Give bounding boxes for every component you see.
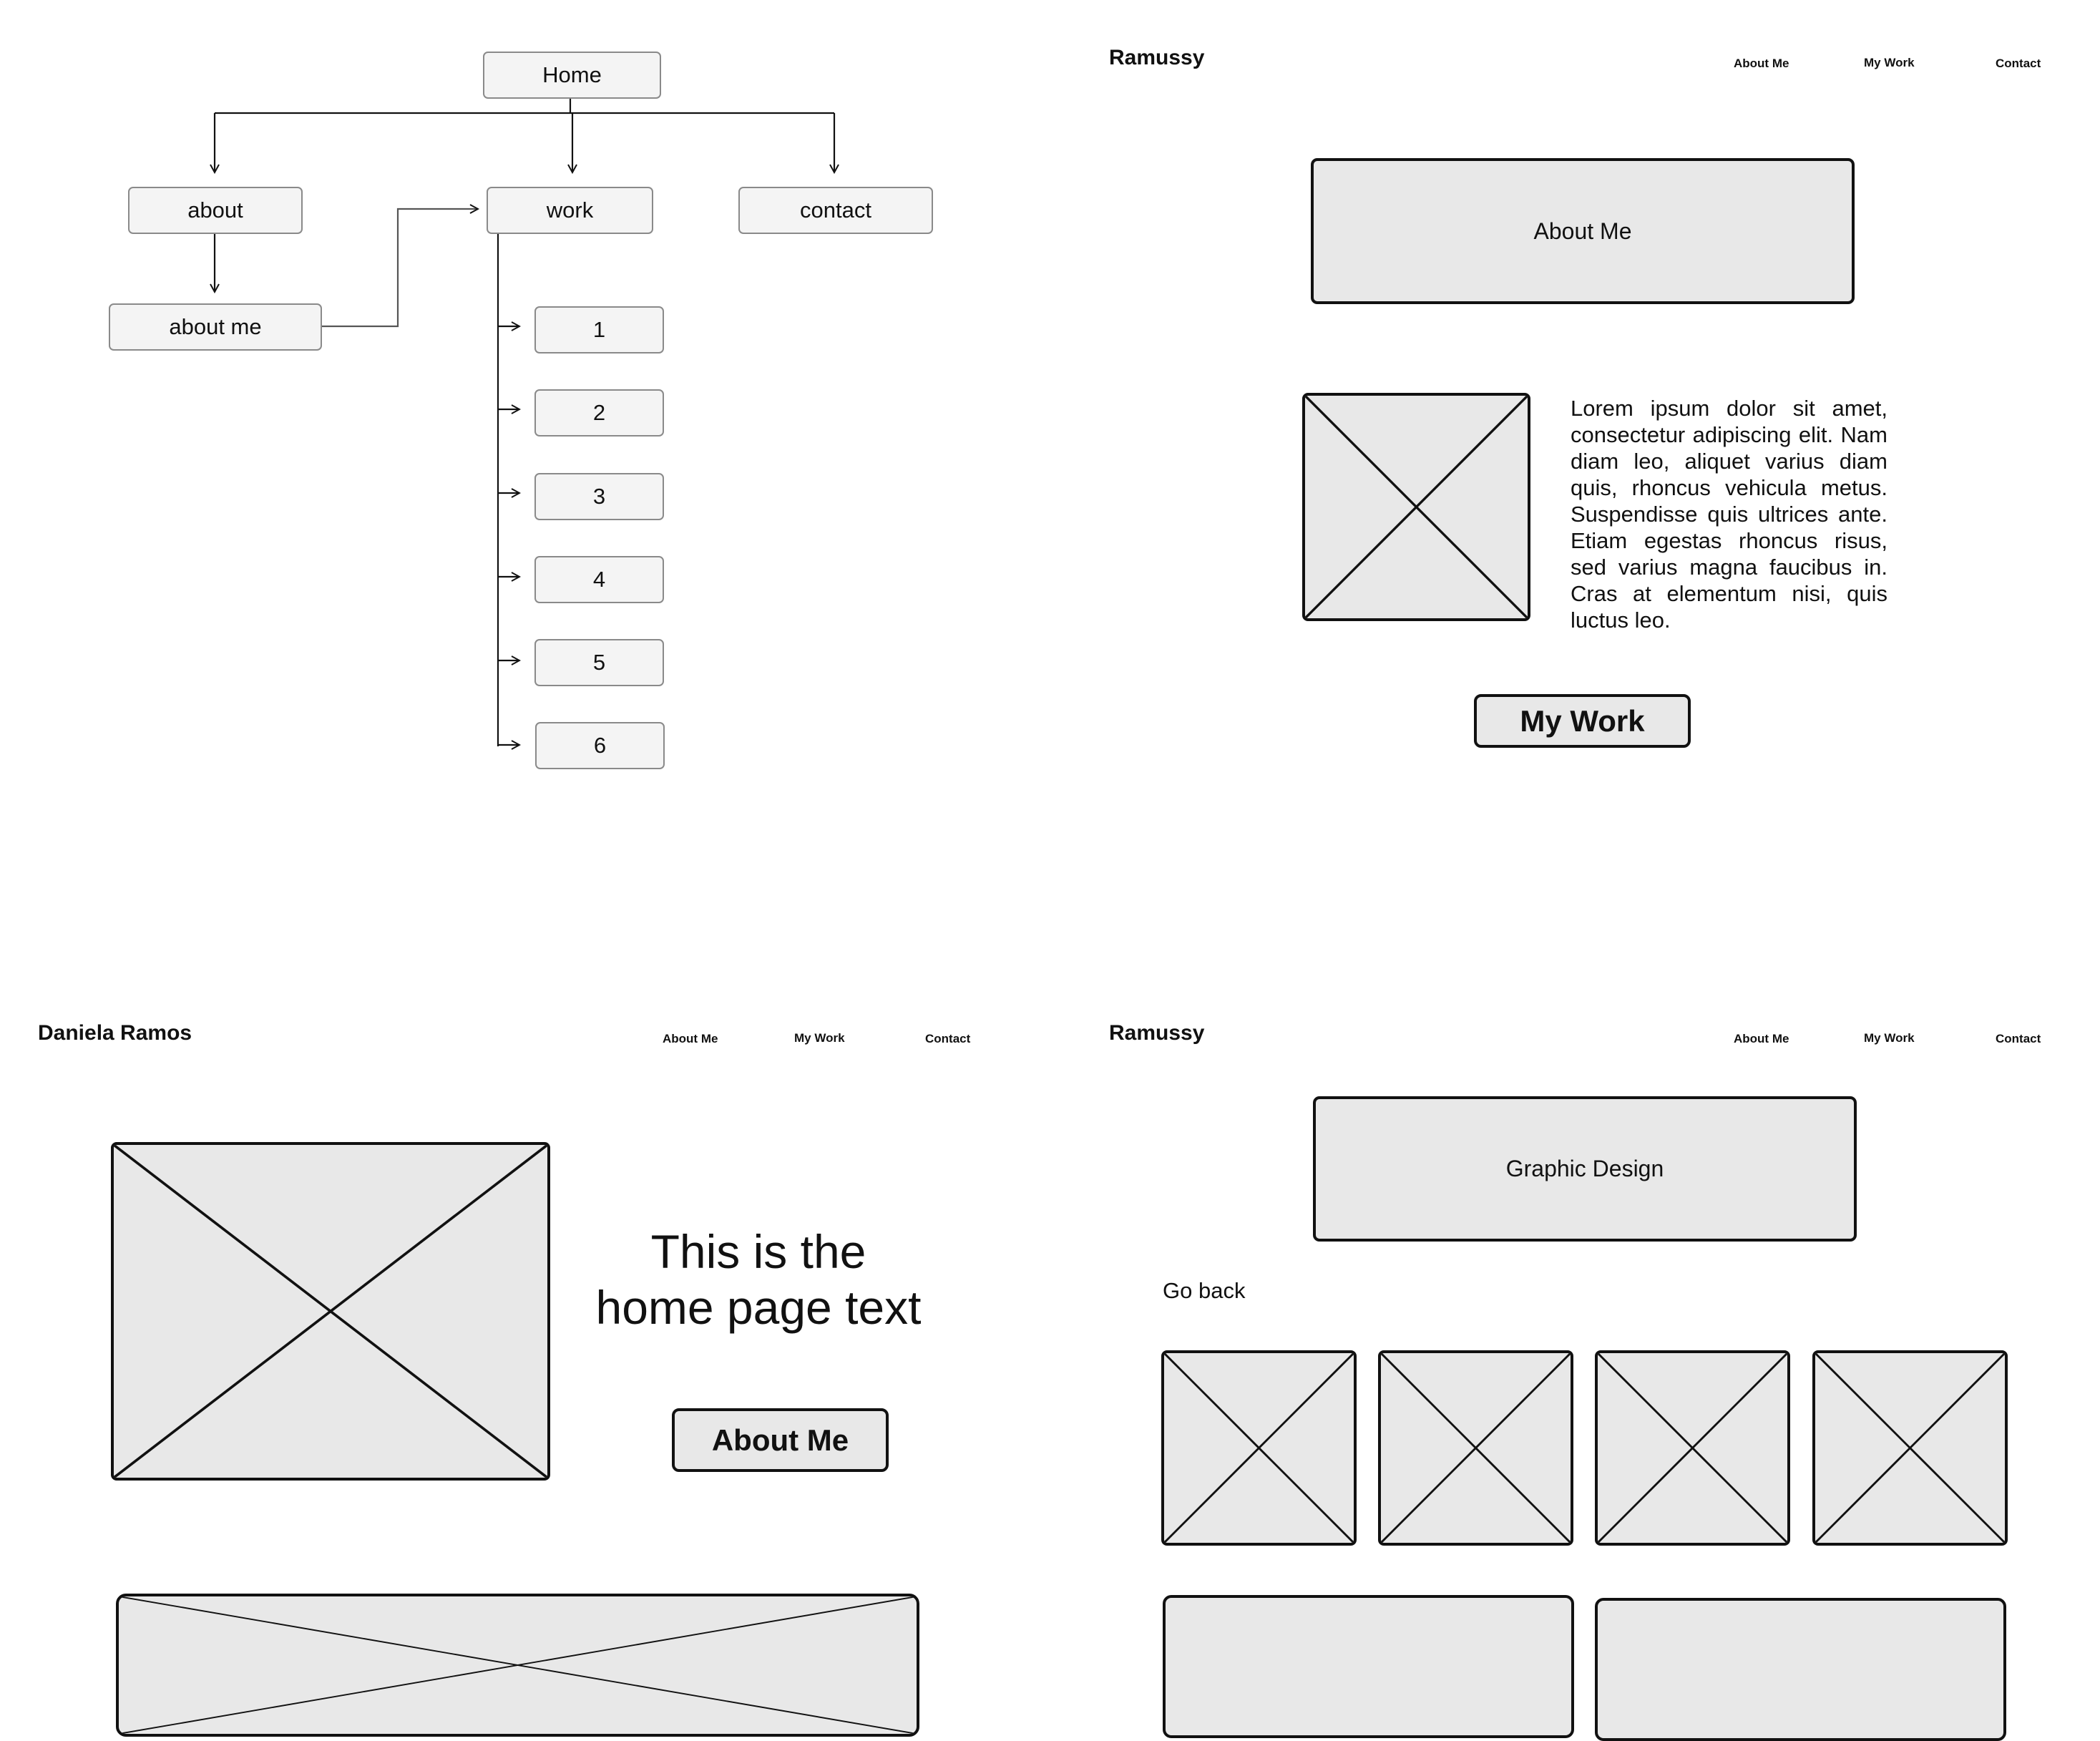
nav-about-me[interactable]: About Me: [1734, 1032, 1789, 1045]
nav-my-work[interactable]: My Work: [1864, 1031, 1915, 1045]
sitemap-node-about: about: [128, 187, 303, 234]
image-placeholder: [1302, 393, 1530, 621]
hero-image-placeholder: [111, 1142, 550, 1481]
nav-my-work[interactable]: My Work: [794, 1031, 845, 1045]
hero-text-line: home page text: [595, 1281, 922, 1334]
sitemap-node-about-me: about me: [109, 303, 322, 351]
sitemap-node-work-item: 1: [534, 306, 664, 353]
sitemap-node-work-item: 3: [534, 473, 664, 520]
sitemap-node-home: Home: [483, 52, 661, 99]
sitemap-node-work-item: 2: [534, 389, 664, 437]
brand-logo[interactable]: Ramussy: [1109, 1021, 1205, 1045]
about-heading-banner: About Me: [1311, 158, 1855, 304]
sitemap-node-work-item: 6: [535, 722, 665, 769]
project-card-placeholder[interactable]: [1595, 1598, 2006, 1741]
my-work-button[interactable]: My Work: [1474, 694, 1691, 748]
hero-text-line: This is the: [650, 1225, 866, 1278]
nav-about-me[interactable]: About Me: [663, 1032, 718, 1045]
graphic-design-banner: Graphic Design: [1313, 1096, 1857, 1242]
sitemap-node-work: work: [487, 187, 653, 234]
sitemap-node-work-item: 5: [534, 639, 664, 686]
sitemap-node-contact: contact: [738, 187, 933, 234]
hero-text: This is the home page text: [572, 1224, 944, 1335]
thumbnail-placeholder[interactable]: [1161, 1350, 1357, 1546]
nav-about-me[interactable]: About Me: [1734, 57, 1789, 70]
thumbnail-placeholder[interactable]: [1595, 1350, 1790, 1546]
sitemap-connectors: [0, 98, 1045, 816]
sitemap-node-work-item: 4: [534, 556, 664, 603]
banner-image-placeholder: [116, 1594, 919, 1737]
brand-logo[interactable]: Daniela Ramos: [38, 1021, 192, 1045]
thumbnail-placeholder[interactable]: [1812, 1350, 2008, 1546]
go-back-link[interactable]: Go back: [1163, 1278, 1246, 1303]
brand-logo[interactable]: Ramussy: [1109, 46, 1205, 69]
nav-contact[interactable]: Contact: [1996, 57, 2041, 70]
about-body-text: Lorem ipsum dolor sit amet, consectetur …: [1571, 396, 1887, 633]
nav-contact[interactable]: Contact: [1996, 1032, 2041, 1045]
nav-my-work[interactable]: My Work: [1864, 56, 1915, 69]
thumbnail-placeholder[interactable]: [1378, 1350, 1573, 1546]
project-card-placeholder[interactable]: [1163, 1595, 1574, 1738]
about-me-button[interactable]: About Me: [672, 1408, 889, 1472]
nav-contact[interactable]: Contact: [925, 1032, 971, 1045]
